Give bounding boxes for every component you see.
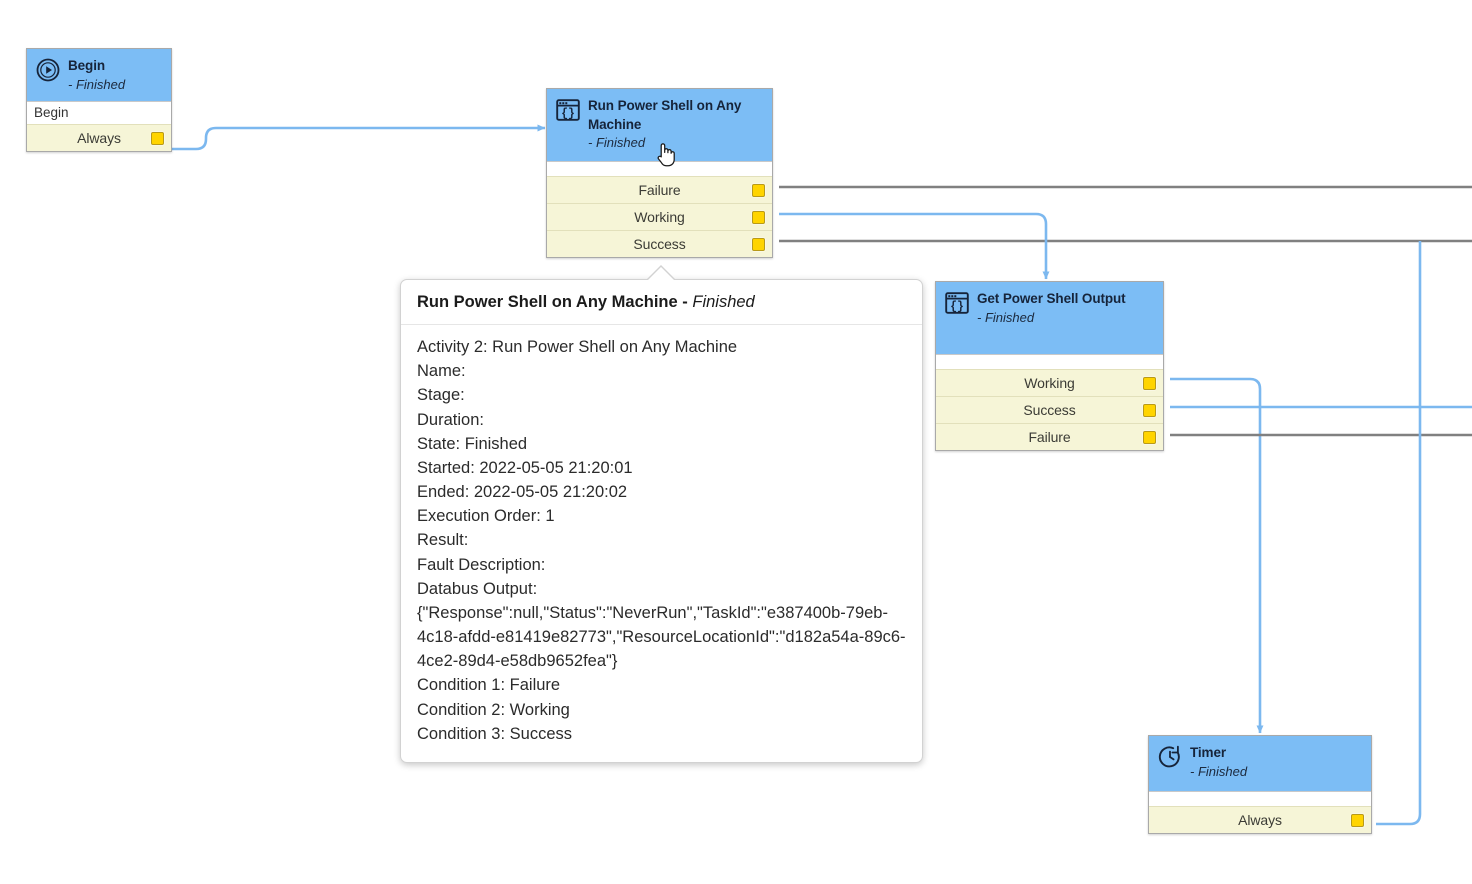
node-begin-body: Begin bbox=[27, 101, 171, 125]
node-begin[interactable]: Begin - Finished Begin Always bbox=[26, 48, 172, 153]
tooltip-line: Activity 2: Run Power Shell on Any Machi… bbox=[417, 338, 738, 356]
node-get-power-shell-output-header[interactable]: {} Get Power Shell Output - Finished bbox=[936, 282, 1163, 354]
node-timer-body bbox=[1149, 791, 1371, 806]
port-connector-dot[interactable] bbox=[1143, 376, 1156, 390]
tooltip-separator: - bbox=[677, 293, 693, 311]
node-begin-header[interactable]: Begin - Finished bbox=[27, 49, 171, 102]
port-connector-dot[interactable] bbox=[1143, 403, 1156, 417]
wire-timer-always-loop bbox=[1376, 241, 1422, 826]
port-run-power-shell-failure[interactable]: Failure bbox=[547, 176, 772, 203]
tooltip-title: Run Power Shell on Any Machine bbox=[417, 293, 678, 311]
port-connector-dot[interactable] bbox=[151, 131, 164, 145]
port-run-power-shell-working[interactable]: Working bbox=[547, 203, 772, 230]
svg-text:{}: {} bbox=[561, 108, 575, 121]
svg-text:{}: {} bbox=[950, 301, 964, 314]
tooltip-line: Result: bbox=[417, 531, 469, 550]
wire-get-output-working-to-timer bbox=[1170, 377, 1264, 734]
tooltip-state: Finished bbox=[692, 293, 755, 311]
tooltip-line: Condition 1: Failure bbox=[417, 676, 561, 695]
port-connector-dot[interactable] bbox=[1351, 813, 1364, 827]
clock-icon bbox=[1157, 744, 1183, 770]
node-run-power-shell-body bbox=[547, 161, 772, 176]
tooltip-line: Stage: bbox=[417, 386, 465, 405]
tooltip-line: Ended: 2022-05-05 21:20:02 bbox=[417, 483, 628, 502]
port-label: Success bbox=[633, 236, 686, 252]
tooltip-line: Name: bbox=[417, 362, 466, 381]
script-window-icon: {} bbox=[944, 290, 970, 316]
node-get-power-shell-output-body bbox=[936, 354, 1163, 369]
node-timer-header[interactable]: Timer - Finished bbox=[1149, 736, 1371, 791]
tooltip-header: Run Power Shell on Any Machine - Finishe… bbox=[401, 280, 922, 325]
port-connector-dot[interactable] bbox=[752, 210, 765, 224]
port-label: Working bbox=[1024, 375, 1075, 391]
activity-details-tooltip: Run Power Shell on Any Machine - Finishe… bbox=[400, 265, 923, 763]
port-label: Failure bbox=[638, 182, 681, 198]
wire-run-powershell-working-to-get-output bbox=[779, 212, 1050, 280]
tooltip-body: Activity 2: Run Power Shell on Any Machi… bbox=[401, 325, 922, 762]
port-timer-always[interactable]: Always bbox=[1149, 806, 1371, 833]
port-label: Failure bbox=[1028, 429, 1071, 445]
port-connector-dot[interactable] bbox=[752, 237, 765, 251]
node-run-power-shell-on-any-machine[interactable]: {} Run Power Shell on Any Machine - Fini… bbox=[546, 88, 773, 258]
tooltip-arrow-fill bbox=[646, 266, 676, 282]
port-begin-always[interactable]: Always bbox=[27, 124, 171, 152]
node-run-power-shell-header[interactable]: {} Run Power Shell on Any Machine - Fini… bbox=[547, 89, 772, 161]
tooltip-line: State: Finished bbox=[417, 434, 528, 453]
port-label: Always bbox=[77, 130, 121, 147]
node-timer-state: - Finished bbox=[1190, 763, 1248, 779]
port-label: Success bbox=[1023, 402, 1076, 418]
node-get-power-shell-output-title: Get Power Shell Output bbox=[977, 291, 1126, 306]
port-connector-dot[interactable] bbox=[1143, 430, 1156, 444]
play-circle-icon bbox=[35, 57, 61, 83]
node-get-power-shell-output[interactable]: {} Get Power Shell Output - Finished Wor… bbox=[935, 281, 1164, 451]
node-timer-title: Timer bbox=[1190, 745, 1227, 760]
tooltip-line: Condition 3: Success bbox=[417, 724, 573, 743]
tooltip-line: Execution Order: 1 bbox=[417, 507, 555, 526]
port-get-output-failure[interactable]: Failure bbox=[936, 423, 1163, 450]
port-label: Always bbox=[1238, 812, 1282, 828]
tooltip-line: Started: 2022-05-05 21:20:01 bbox=[417, 458, 633, 477]
node-begin-title: Begin bbox=[68, 58, 106, 73]
tooltip-line: Condition 2: Working bbox=[417, 700, 570, 719]
port-get-output-success[interactable]: Success bbox=[936, 396, 1163, 423]
tooltip-line: Databus Output: bbox=[417, 579, 538, 598]
tooltip-databus-output: {"Response":null,"Status":"NeverRun","Ta… bbox=[417, 603, 906, 671]
port-get-output-working[interactable]: Working bbox=[936, 369, 1163, 396]
node-begin-state: - Finished bbox=[68, 76, 126, 92]
node-run-power-shell-title: Run Power Shell on Any Machine bbox=[588, 98, 742, 132]
port-connector-dot[interactable] bbox=[752, 183, 765, 197]
port-label: Working bbox=[634, 209, 685, 225]
node-run-power-shell-state: - Finished bbox=[588, 135, 646, 151]
node-get-power-shell-output-state: - Finished bbox=[977, 309, 1035, 325]
wire-begin-always-to-run-powershell bbox=[172, 124, 546, 151]
tooltip-line: Fault Description: bbox=[417, 555, 546, 574]
script-window-icon: {} bbox=[555, 97, 581, 123]
port-run-power-shell-success[interactable]: Success bbox=[547, 230, 772, 257]
tooltip-line: Duration: bbox=[417, 410, 484, 429]
node-timer[interactable]: Timer - Finished Always bbox=[1148, 735, 1372, 834]
